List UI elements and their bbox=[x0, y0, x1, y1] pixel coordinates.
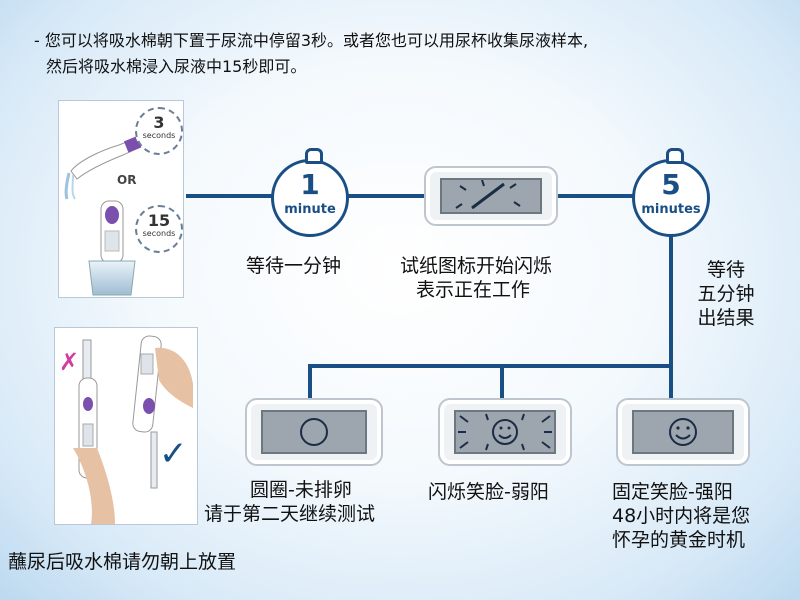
one-minute-unit: minute bbox=[274, 202, 346, 217]
result1-label-line1: 圆圈-未排卵 bbox=[204, 478, 375, 502]
step2-label: 试纸图标开始闪烁 表示正在工作 bbox=[400, 254, 552, 302]
step1-label: 等待一分钟 bbox=[246, 254, 341, 278]
intro-line-1: - 您可以将吸水棉朝下置于尿流中停留3秒。或者您也可以用尿杯收集尿液样本, bbox=[34, 28, 588, 54]
step3-label-line2: 五分钟 bbox=[690, 282, 762, 306]
wrong-orientation-mark: ✗ bbox=[59, 348, 79, 376]
flashing-test-stick-icon bbox=[442, 180, 540, 212]
test-in-progress-display bbox=[424, 166, 558, 226]
result2-drop-line bbox=[500, 364, 504, 400]
fifteen-seconds-unit: seconds bbox=[137, 229, 181, 239]
circle-icon bbox=[263, 412, 365, 452]
result3-label-line2: 48小时内将是您 bbox=[612, 504, 750, 528]
display-screen bbox=[261, 410, 367, 454]
step3-label: 等待 五分钟 出结果 bbox=[690, 258, 762, 330]
result3-label-line1: 固定笑脸-强阳 bbox=[612, 480, 750, 504]
right-orientation-mark: ✓ bbox=[159, 434, 188, 474]
result2-label: 闪烁笑脸-弱阳 bbox=[428, 480, 549, 504]
one-minute-timer-icon: 1 minute bbox=[271, 159, 349, 237]
display-screen bbox=[440, 178, 542, 214]
step3-label-line1: 等待 bbox=[690, 258, 762, 282]
result3-drop-line bbox=[669, 364, 673, 400]
result3-label: 固定笑脸-强阳 48小时内将是您 怀孕的黄金时机 bbox=[612, 480, 750, 552]
one-minute-number: 1 bbox=[274, 170, 346, 200]
result1-label: 圆圈-未排卵 请于第二天继续测试 bbox=[204, 478, 375, 526]
timer-knob bbox=[666, 148, 684, 164]
flashing-smiley-icon bbox=[456, 412, 554, 452]
stick-orientation-photo: ✗ ✓ bbox=[54, 327, 198, 525]
result-circle-display bbox=[245, 398, 383, 466]
timer-knob bbox=[305, 148, 323, 164]
result-steady-smiley-display bbox=[616, 398, 750, 466]
steady-smiley-icon bbox=[634, 412, 732, 452]
five-minutes-number: 5 bbox=[635, 170, 707, 200]
result3-label-line3: 怀孕的黄金时机 bbox=[612, 528, 750, 552]
intro-text: - 您可以将吸水棉朝下置于尿流中停留3秒。或者您也可以用尿杯收集尿液样本, 然后… bbox=[34, 28, 588, 80]
timeline-vertical-line bbox=[669, 218, 673, 366]
result-flashing-smiley-display bbox=[438, 398, 572, 466]
sampling-photo: 3 seconds OR 15 seconds bbox=[58, 100, 184, 298]
result1-label-line2: 请于第二天继续测试 bbox=[204, 502, 375, 526]
bottom-note: 蘸尿后吸水棉请勿朝上放置 bbox=[8, 550, 236, 574]
intro-line-2: 然后将吸水棉浸入尿液中15秒即可。 bbox=[34, 54, 588, 80]
three-seconds-unit: seconds bbox=[137, 131, 181, 141]
fifteen-seconds-number: 15 bbox=[137, 213, 181, 229]
step2-label-line2: 表示正在工作 bbox=[400, 278, 552, 302]
fifteen-seconds-icon: 15 seconds bbox=[135, 205, 183, 253]
step3-label-line3: 出结果 bbox=[690, 306, 762, 330]
step2-label-line1: 试纸图标开始闪烁 bbox=[400, 254, 552, 278]
result1-drop-line bbox=[308, 364, 312, 400]
display-screen bbox=[632, 410, 734, 454]
display-screen bbox=[454, 410, 556, 454]
five-minutes-unit: minutes bbox=[635, 202, 707, 217]
results-branch-line bbox=[308, 364, 673, 368]
three-seconds-number: 3 bbox=[137, 115, 181, 131]
or-text: OR bbox=[117, 173, 136, 187]
five-minutes-timer-icon: 5 minutes bbox=[632, 159, 710, 237]
three-seconds-icon: 3 seconds bbox=[135, 107, 183, 155]
